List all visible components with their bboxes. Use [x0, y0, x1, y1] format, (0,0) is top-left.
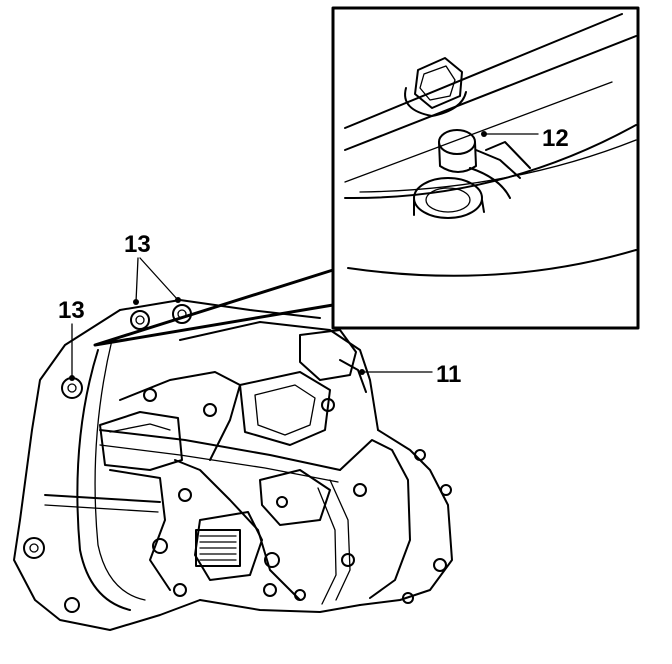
- callout-13-left: 13: [58, 297, 85, 381]
- callout-label-12: 12: [542, 125, 569, 152]
- transmission-housing: [13, 299, 453, 631]
- inset-connector: [93, 268, 334, 347]
- detail-inset: 12: [331, 6, 640, 330]
- detail-inset-frame: [331, 6, 640, 330]
- ribbed-plate: [195, 529, 241, 567]
- callout-label-13-upper: 13: [124, 231, 151, 258]
- callout-13-upper: 13: [124, 231, 181, 305]
- detail-bolt-12: [438, 129, 531, 199]
- callout-label-13-left: 13: [58, 297, 85, 324]
- detail-boss: [413, 177, 485, 219]
- callout-11: 11: [359, 361, 461, 388]
- detail-upper-bolt: [404, 57, 467, 117]
- callout-label-11: 11: [436, 361, 461, 388]
